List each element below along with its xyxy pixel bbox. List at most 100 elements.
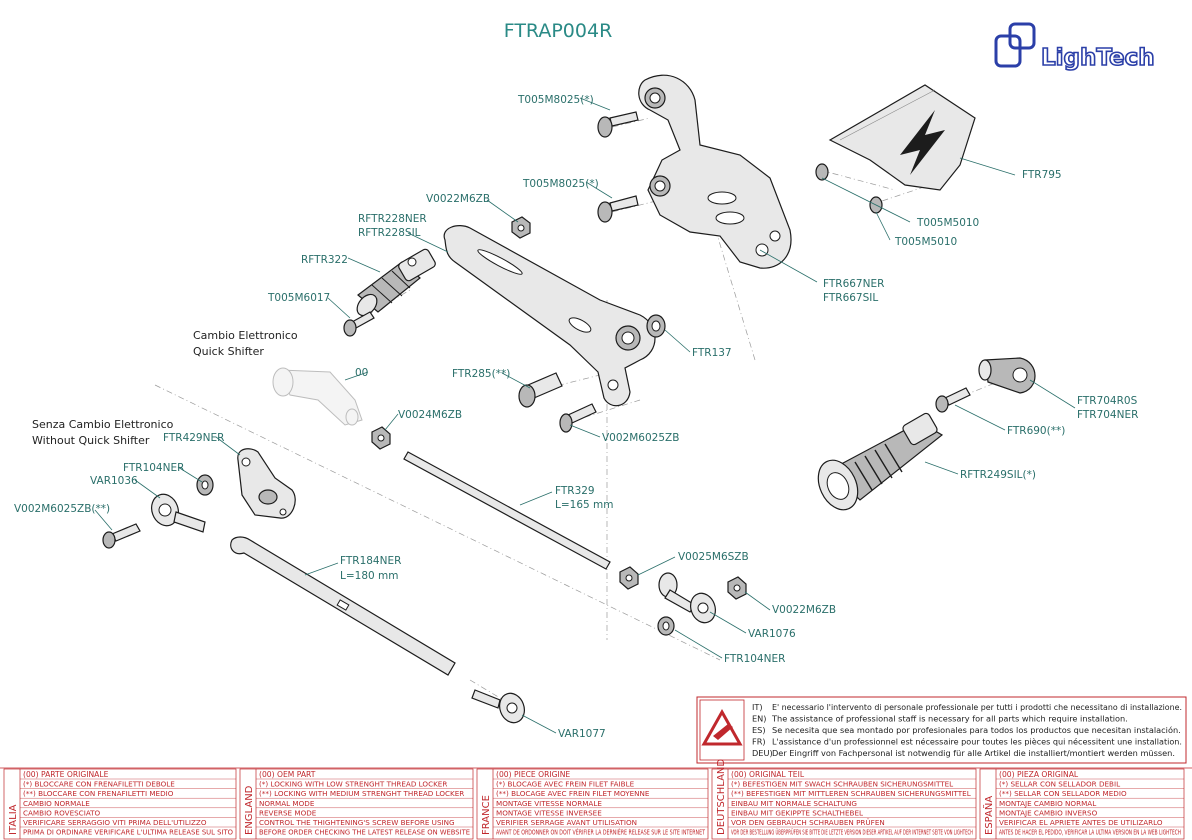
screw-v002m6025zb-mid <box>559 403 597 433</box>
spacer-ftr104-left <box>196 474 214 496</box>
legend-line: (**) BLOCAGE AVEC FREIN FILET MOYENNE <box>496 789 650 798</box>
label-t005m6017: T005M6017 <box>267 292 330 304</box>
screw-v002m6025zb-left <box>102 523 141 549</box>
legend-line: CONTROL THE THIGHTENING'S SCREW BEFORE U… <box>259 818 455 827</box>
warning-code: EN) <box>752 714 767 724</box>
label-no-quick-shifter-it: Senza Cambio Elettronico <box>32 418 174 431</box>
warning-text: Der Eingriff von Fachpersonal ist notwen… <box>772 748 1175 758</box>
legend-line: (*) LOCKING WITH LOW STRENGHT THREAD LOC… <box>259 780 447 789</box>
label-ftr329-length: L=165 mm <box>555 499 613 511</box>
legend-line: ANTES DE HACER EL PEDIDO, VERIFICAR LA U… <box>999 828 1181 837</box>
legend-country: DEUTSCHLAND <box>716 759 727 835</box>
legend-line: (**) BLOCCARE CON FRENAFILETTI MEDIO <box>23 789 174 798</box>
legend-line: MONTAGE VITESSE NORMALE <box>496 799 602 808</box>
screw-t005m5010-a <box>815 163 829 181</box>
legend-line: (*) BLOCCARE CON FRENAFILETTI DEBOLE <box>23 780 175 789</box>
label-rftr249sil: RFTR249SIL(*) <box>960 469 1036 481</box>
warning-text: The assistance of professional staff is … <box>771 714 1128 724</box>
label-v0022m6zb-top: V0022M6ZB <box>426 193 490 205</box>
label-v0024m6zb: V0024M6ZB <box>398 409 462 421</box>
label-var1077: VAR1077 <box>558 728 606 740</box>
legend-line: (00) PARTE ORIGINALE <box>23 770 109 779</box>
label-t005m8025-top: T005M8025(*) <box>517 94 594 106</box>
legend-line: (*) BEFESTIGEN MIT SWACH SCHRAUBEN SICHE… <box>731 780 953 789</box>
label-v0022m6zb-bottom: V0022M6ZB <box>772 604 836 616</box>
label-t005m5010-a: T005M5010 <box>916 217 979 229</box>
label-rftr322: RFTR322 <box>301 254 348 266</box>
part-labels: T005M8025(*) T005M8025(*) V0022M6ZB RFTR… <box>14 94 1138 740</box>
label-v002m6025zb-mid: V002M6025ZB <box>602 432 679 444</box>
nut-v0022m6zb-bottom <box>727 576 747 600</box>
legend-line: (**) SELLAR CON SELLADOR MEDIO <box>999 789 1127 798</box>
screw-t005m6017 <box>343 311 375 337</box>
heel-guard <box>828 84 976 191</box>
spacer-ftr137 <box>646 314 666 338</box>
nut-v0022m6zb-top <box>511 216 531 239</box>
label-ftr690: FTR690(**) <box>1007 425 1065 437</box>
warning-text: Se necesita que sea montado por profesio… <box>772 725 1181 735</box>
legend-country: ENGLAND <box>244 785 255 835</box>
legend-line: VERIFICARE SERRAGGIO VITI PRIMA DELL'UTI… <box>23 818 207 827</box>
label-ftr184ner: FTR184NER <box>340 555 401 567</box>
legend-table: ITALIA(00) PARTE ORIGINALE(*) BLOCCARE C… <box>0 759 1192 840</box>
legend-line: CAMBIO NORMALE <box>23 799 90 808</box>
label-v002m6025zb-left: V002M6025ZB(**) <box>14 503 110 515</box>
warning-code: DEU) <box>752 748 773 758</box>
brand-name: LighTech <box>1041 45 1155 71</box>
rod-end-var1077 <box>471 689 525 724</box>
screw-t005m8025-middle <box>597 195 639 223</box>
label-ftr795: FTR795 <box>1022 169 1062 181</box>
legend-line: CAMBIO ROVESCIATO <box>23 808 101 817</box>
label-rftr228ner: RFTR228NER <box>358 213 427 225</box>
legend-line: (**) BEFESTIGEN MIT MITTLEREN SCHRAUBEN … <box>731 789 971 798</box>
leader-lines <box>94 97 1076 734</box>
rod-end-var1036 <box>151 493 206 533</box>
legend-line: (00) PIECE ORIGINE <box>496 770 570 779</box>
rod-ftr329 <box>403 451 611 570</box>
legend-line: MONTAJE CAMBIO NORMAL <box>999 799 1096 808</box>
label-ftr429ner: FTR429NER <box>163 432 224 444</box>
legend-line: (*) SELLAR CON SELLADOR DEBIL <box>999 780 1120 789</box>
label-t005m5010-b: T005M5010 <box>894 236 957 248</box>
label-ftr184-length: L=180 mm <box>340 570 398 582</box>
label-ftr667sil: FTR667SIL <box>823 292 878 304</box>
toe-peg <box>817 412 944 511</box>
label-var1036: VAR1036 <box>90 475 138 487</box>
warning-text: E' necessario l'intervento di personale … <box>772 702 1182 712</box>
legend-line: MONTAGE VITESSE INVERSEE <box>496 808 602 817</box>
label-ftr285: FTR285(**) <box>452 368 510 380</box>
label-part-00: 00 <box>355 367 368 379</box>
lightech-logo: LighTech <box>994 22 1155 72</box>
shift-peg <box>356 248 436 317</box>
legend-country: FRANCE <box>481 795 492 835</box>
bolt-ftr285 <box>518 372 563 408</box>
installation-warning: IT) E' necessario l'intervento di persona… <box>696 696 1187 764</box>
warning-code: ES) <box>752 725 766 735</box>
legend-line: (00) ORIGINAL TEIL <box>731 770 805 779</box>
shift-lever-arm <box>443 225 656 407</box>
pivot-ftr704 <box>978 357 1036 394</box>
nut-v0025m6szb <box>619 566 639 590</box>
screw-t005m8025-top <box>597 111 639 138</box>
label-ftr329: FTR329 <box>555 485 595 497</box>
warning-text: L'assistance d'un professionnel est néce… <box>772 737 1182 747</box>
label-ftr704r0s: FTR704R0S <box>1077 395 1138 407</box>
legend-line: EINBAU MIT GEKIPPTE SCHALTHEBEL <box>731 808 863 817</box>
wrench-icon <box>713 724 733 740</box>
label-var1076: VAR1076 <box>748 628 796 640</box>
label-quick-shifter-it: Cambio Elettronico <box>193 329 298 342</box>
legend-line: NORMAL MODE <box>259 799 315 808</box>
label-t005m8025-middle: T005M8025(*) <box>522 178 599 190</box>
label-ftr704ner: FTR704NER <box>1077 409 1138 421</box>
label-rftr228sil: RFTR228SIL <box>358 227 421 239</box>
legend-line: (00) OEM PART <box>259 770 316 779</box>
warning-code: IT) <box>752 702 763 712</box>
label-ftr104ner-left: FTR104NER <box>123 462 184 474</box>
label-no-quick-shifter-en: Without Quick Shifter <box>32 434 150 447</box>
screw-ftr690 <box>935 387 971 413</box>
legend-line: (**) LOCKING WITH MEDIUM STRENGHT THREAD… <box>259 789 464 798</box>
legend-line: VERIFIER SERRAGE AVANT UTILISATION <box>496 818 637 827</box>
rearset-bracket <box>638 74 792 269</box>
rod-ftr184 <box>230 536 456 676</box>
legend-country: ESPAÑA <box>982 796 995 835</box>
